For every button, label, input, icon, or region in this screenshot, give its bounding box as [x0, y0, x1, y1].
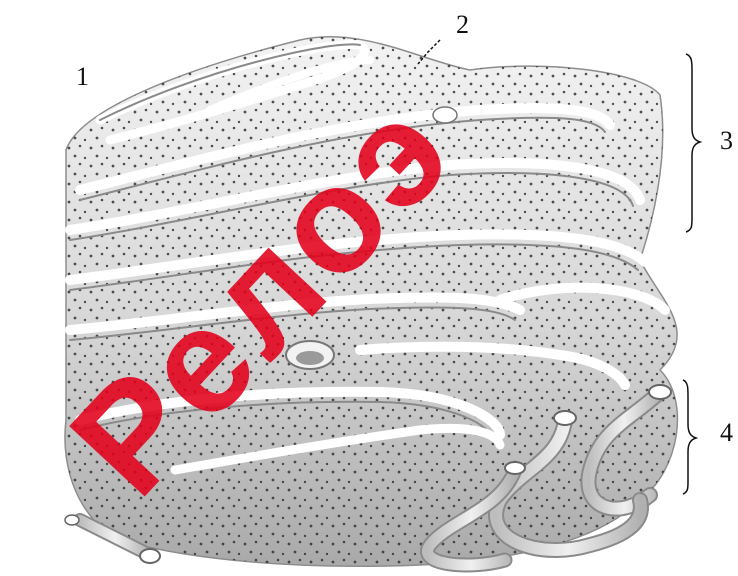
bracket-4: [683, 380, 696, 494]
label-2: 2: [456, 12, 469, 38]
tube-opening-upper: [433, 107, 457, 123]
bracket-3: [686, 54, 700, 232]
label-4: 4: [720, 420, 733, 446]
label-3: 3: [720, 128, 733, 154]
label-1: 1: [76, 64, 89, 90]
